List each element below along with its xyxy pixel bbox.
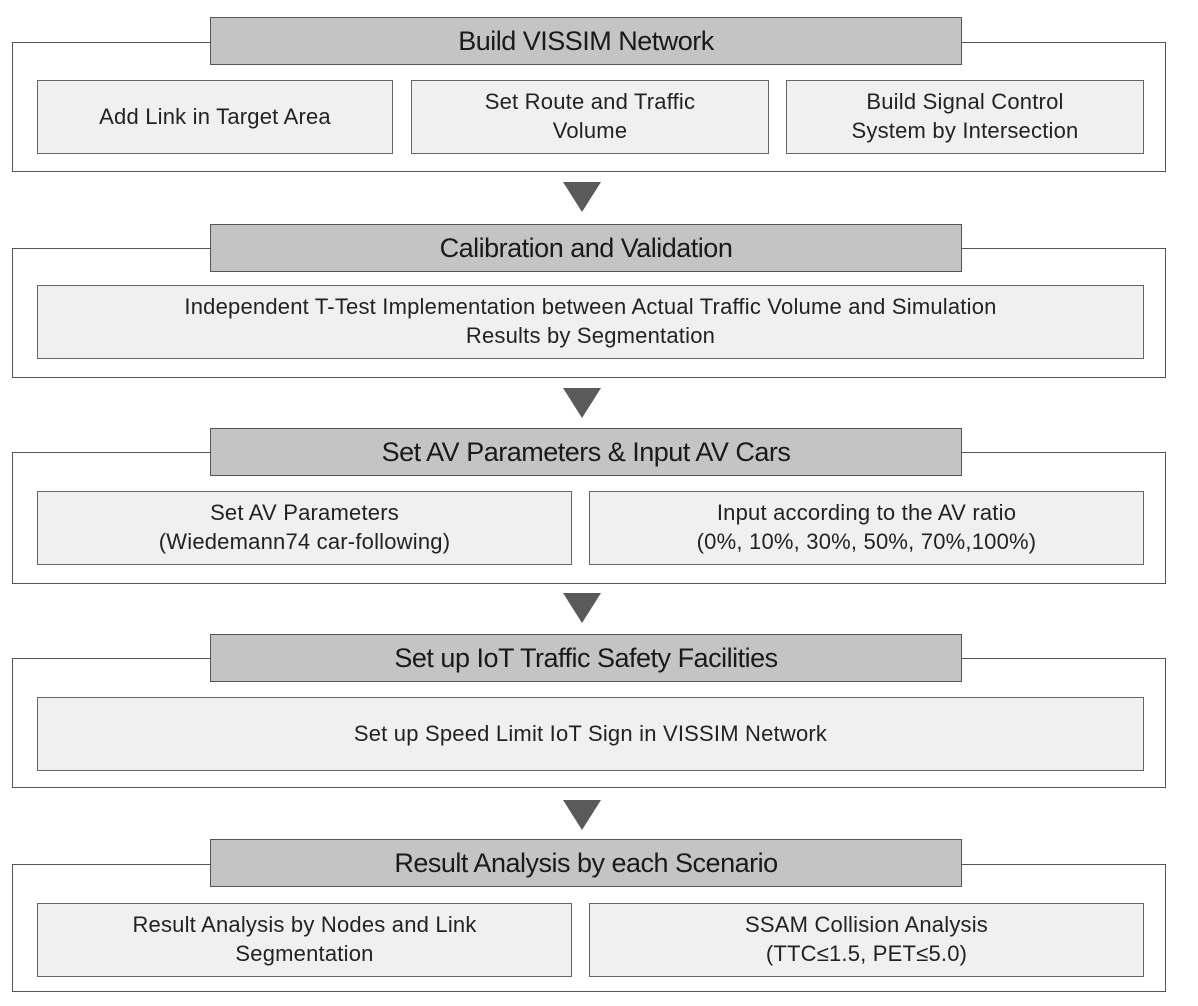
step-ttest: Independent T-Test Implementation betwee… [37,285,1144,359]
step-ssam-collision: SSAM Collision Analysis (TTC≤1.5, PET≤5.… [589,903,1144,977]
stage-iot-facilities-title: Set up IoT Traffic Safety Facilities [210,634,962,682]
flow-arrow-3 [563,593,601,623]
stage-calibration-title: Calibration and Validation [210,224,962,272]
step-node-link-analysis: Result Analysis by Nodes and Link Segmen… [37,903,572,977]
step-input-av-ratio: Input according to the AV ratio (0%, 10%… [589,491,1144,565]
flow-arrow-1 [563,182,601,212]
step-set-av-parameters: Set AV Parameters (Wiedemann74 car-follo… [37,491,572,565]
stage-result-analysis-title: Result Analysis by each Scenario [210,839,962,887]
step-add-link: Add Link in Target Area [37,80,393,154]
flow-arrow-4 [563,800,601,830]
step-build-signal: Build Signal Control System by Intersect… [786,80,1144,154]
step-speed-limit-sign: Set up Speed Limit IoT Sign in VISSIM Ne… [37,697,1144,771]
stage-build-network-title: Build VISSIM Network [210,17,962,65]
step-set-route: Set Route and Traffic Volume [411,80,769,154]
flow-arrow-2 [563,388,601,418]
stage-av-parameters-title: Set AV Parameters & Input AV Cars [210,428,962,476]
